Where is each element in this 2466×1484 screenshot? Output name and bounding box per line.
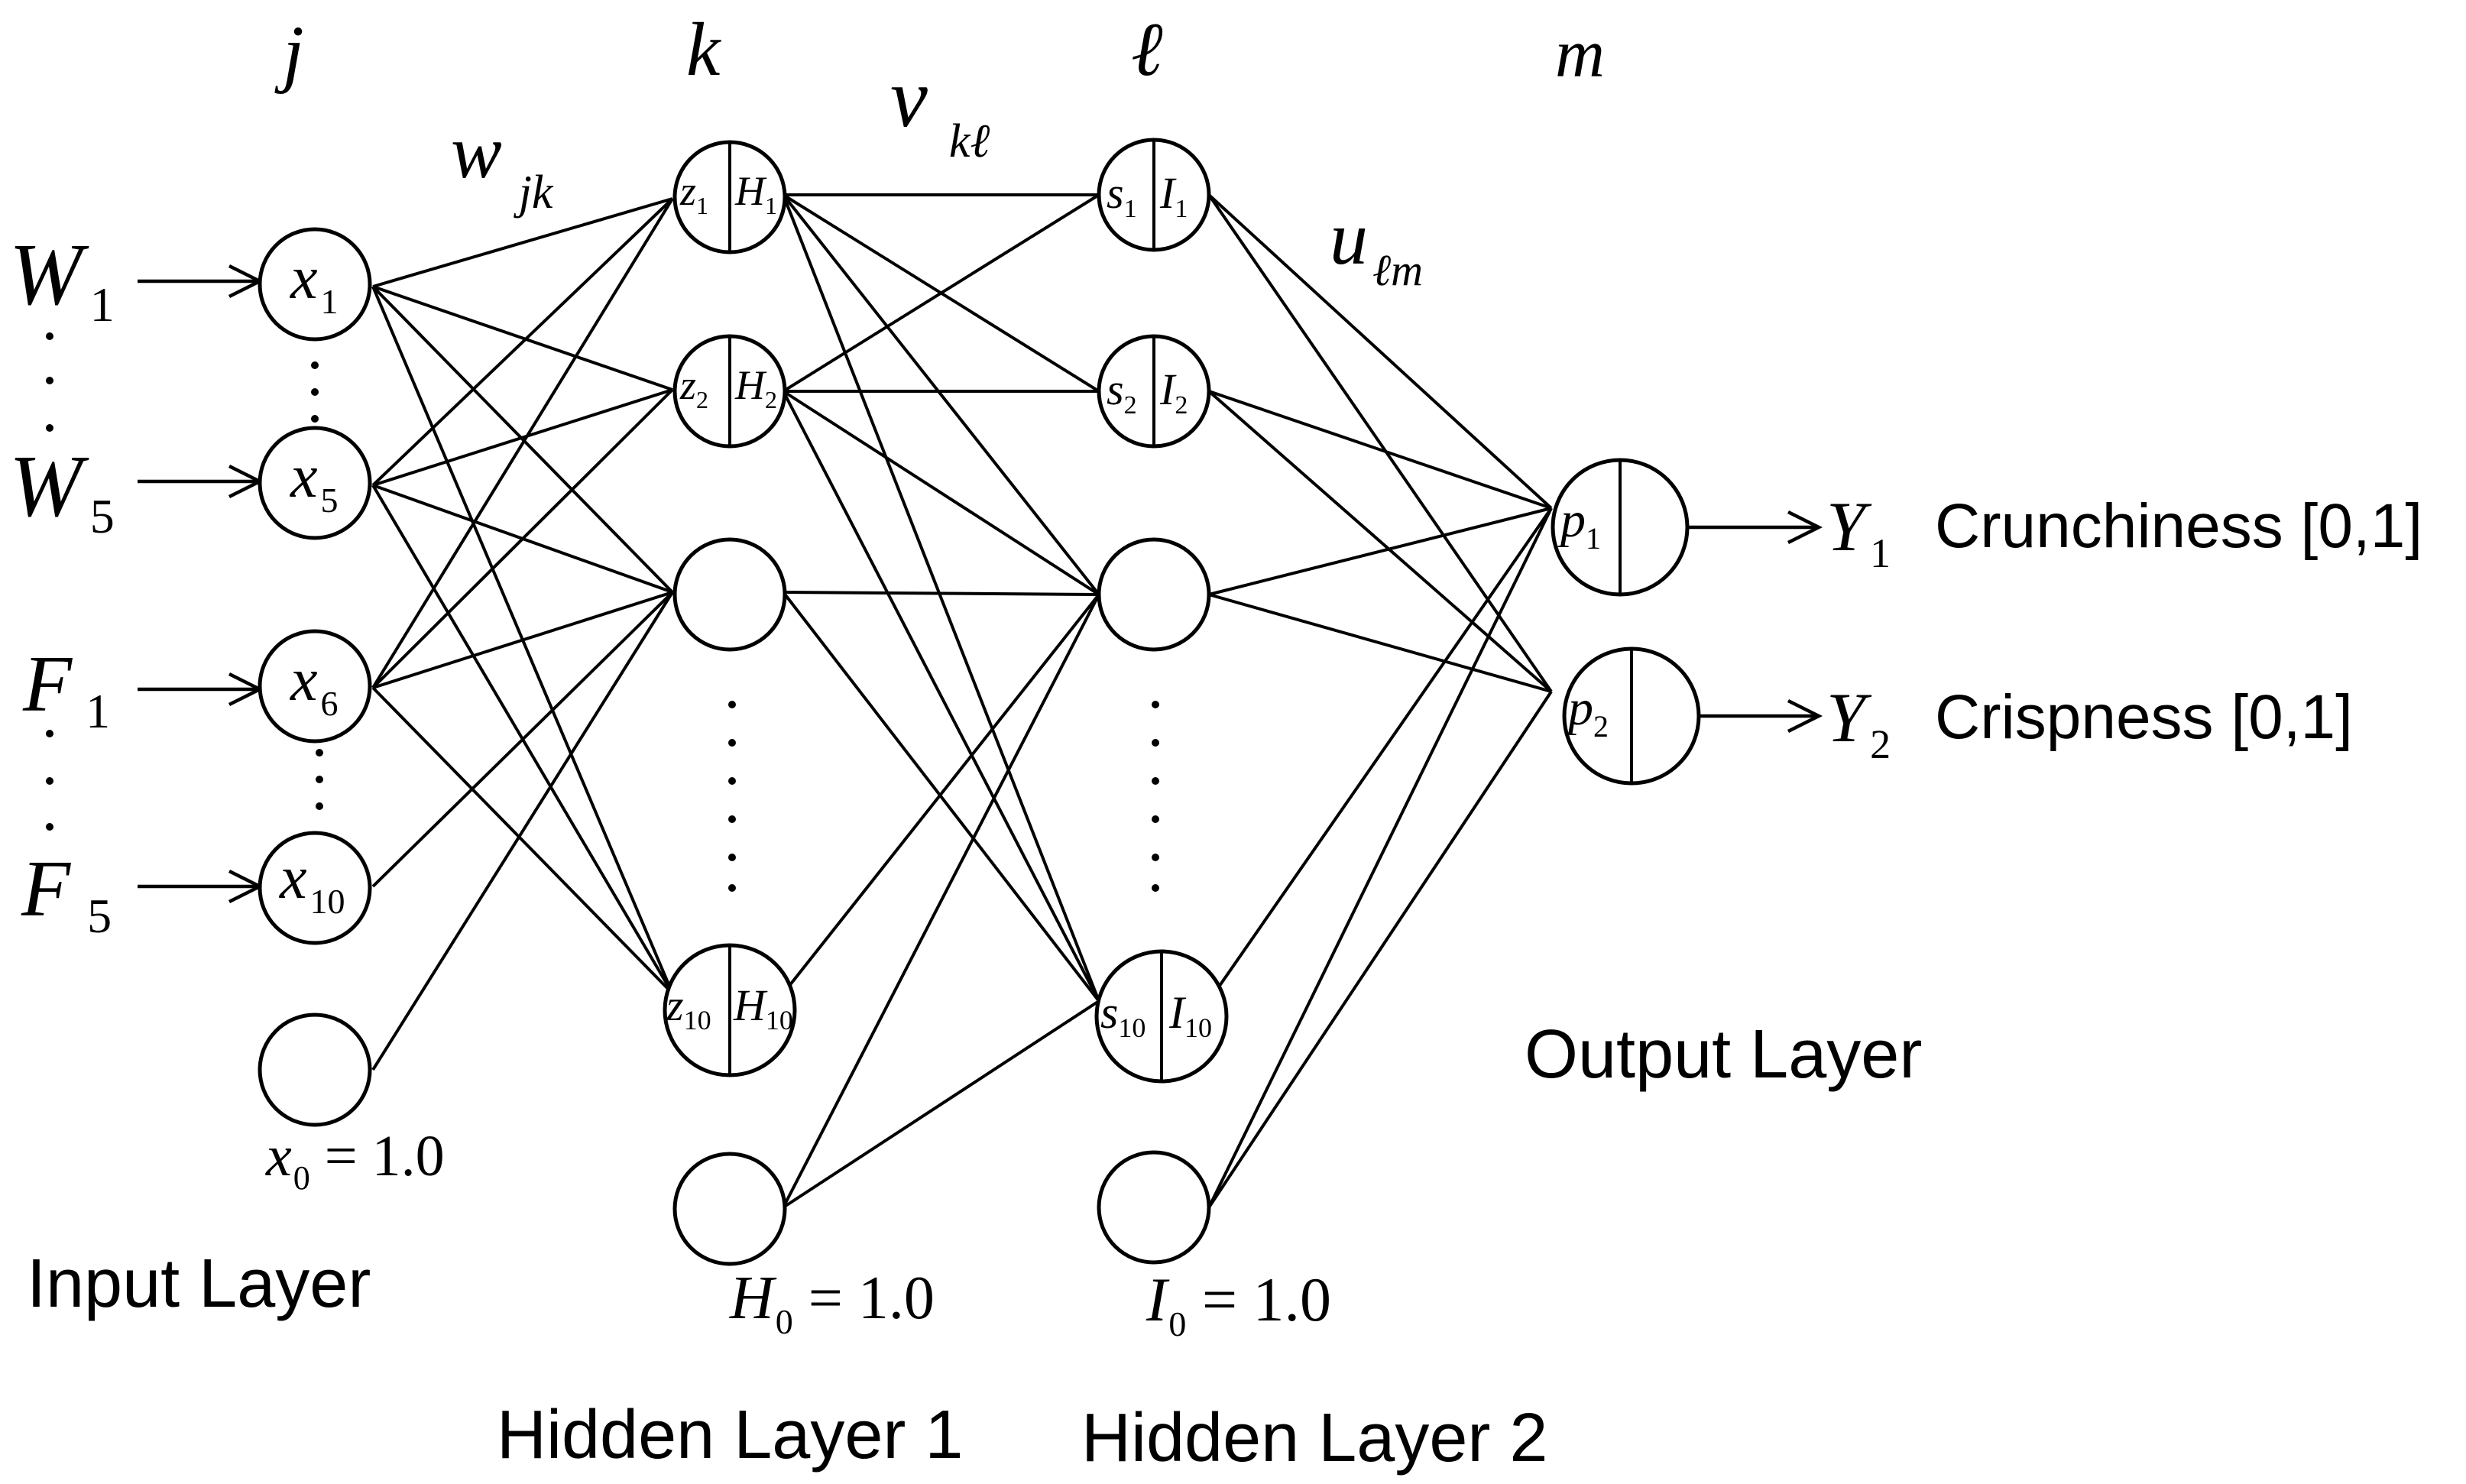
hidden2-node-10: s10 I10 <box>1094 949 1229 1084</box>
hidden1-ellipsis <box>728 701 736 892</box>
hidden-layer-1-title: Hidden Layer 1 <box>497 1397 963 1473</box>
svg-text:p1: p1 <box>1557 492 1601 556</box>
hidden1-bias-node <box>672 1152 787 1266</box>
hidden2-bias-label: I0 = 1.0 <box>1146 1265 1331 1343</box>
index-label-j: j <box>274 10 304 95</box>
input-layer-title: Input Layer <box>27 1246 371 1322</box>
input-layer: x1 x5 x6 x10 x0 = 1.0 Input Layer <box>27 227 445 1322</box>
svg-text:x1: x1 <box>290 245 339 321</box>
output-layer-title: Output Layer <box>1525 1016 1922 1093</box>
hidden2-node-2: s2 I2 <box>1097 334 1211 449</box>
svg-text:H2: H2 <box>734 362 777 413</box>
input-ellipsis-dots <box>46 332 53 831</box>
connections-hidden2-to-output <box>1207 193 1553 1209</box>
input-node-x6 <box>258 629 372 744</box>
hidden1-bias-label: H0 = 1.0 <box>729 1265 935 1341</box>
output-Y2-label: Crispness [0,1] <box>1935 682 2353 752</box>
connections-input-to-hidden1 <box>371 197 674 1071</box>
output-node-p1: p1 <box>1551 458 1690 597</box>
svg-text:x5: x5 <box>290 443 339 520</box>
svg-text:s10: s10 <box>1100 987 1146 1043</box>
hidden1-node-10: z10 H10 <box>663 943 797 1077</box>
hidden2-node-1: s1 I1 <box>1097 138 1211 252</box>
hidden2-bias-node <box>1097 1150 1211 1265</box>
input-node-x10 <box>258 831 372 945</box>
hidden-layer-2: s1 I1 s2 I2 s10 I10 I0 = 1.0 Hidden Laye… <box>1081 138 1547 1476</box>
svg-text:H1: H1 <box>734 168 777 219</box>
svg-text:I2: I2 <box>1159 365 1188 420</box>
output-Y1-label: Crunchiness [0,1] <box>1935 491 2422 561</box>
connections-hidden1-to-hidden2 <box>782 193 1100 1209</box>
hidden1-node-2: z2 H2 <box>672 334 787 449</box>
input-node-x5 <box>258 426 372 540</box>
svg-text:I1: I1 <box>1159 168 1188 223</box>
svg-text:x10: x10 <box>279 844 345 921</box>
svg-text:z10: z10 <box>666 980 711 1035</box>
svg-text:z1: z1 <box>679 168 708 219</box>
svg-text:p2: p2 <box>1565 680 1609 744</box>
output-arrows <box>1689 510 1823 734</box>
input-bias-node <box>258 1013 372 1127</box>
hidden-layer-2-title: Hidden Layer 2 <box>1081 1400 1547 1476</box>
input-bias-label: x0 = 1.0 <box>265 1124 445 1197</box>
svg-text:s2: s2 <box>1107 365 1137 420</box>
hidden2-node-blank <box>1097 537 1211 652</box>
index-labels: j k ℓ m <box>274 7 1605 95</box>
hidden-layer-1: z1 H1 z2 H2 z10 H10 H0 = 1.0 Hidden Laye… <box>497 140 963 1473</box>
output-layer: p1 p2 Output Layer <box>1525 458 1922 1093</box>
hidden1-node-1: z1 H1 <box>672 140 787 254</box>
svg-text:s1: s1 <box>1107 168 1137 223</box>
index-label-k: k <box>686 7 721 92</box>
hidden1-node-blank <box>672 537 787 652</box>
input-arrows <box>138 264 264 904</box>
index-label-m: m <box>1555 16 1605 92</box>
svg-text:I10: I10 <box>1168 987 1212 1043</box>
svg-text:z2: z2 <box>679 362 708 413</box>
hidden2-ellipsis <box>1152 701 1159 892</box>
input-node-x1 <box>258 227 372 342</box>
svg-text:H10: H10 <box>733 980 793 1035</box>
svg-text:x6: x6 <box>290 646 339 723</box>
index-label-l: ℓ <box>1131 7 1163 92</box>
input-layer-ellipsis <box>311 361 323 810</box>
output-node-p2: p2 <box>1562 646 1701 786</box>
